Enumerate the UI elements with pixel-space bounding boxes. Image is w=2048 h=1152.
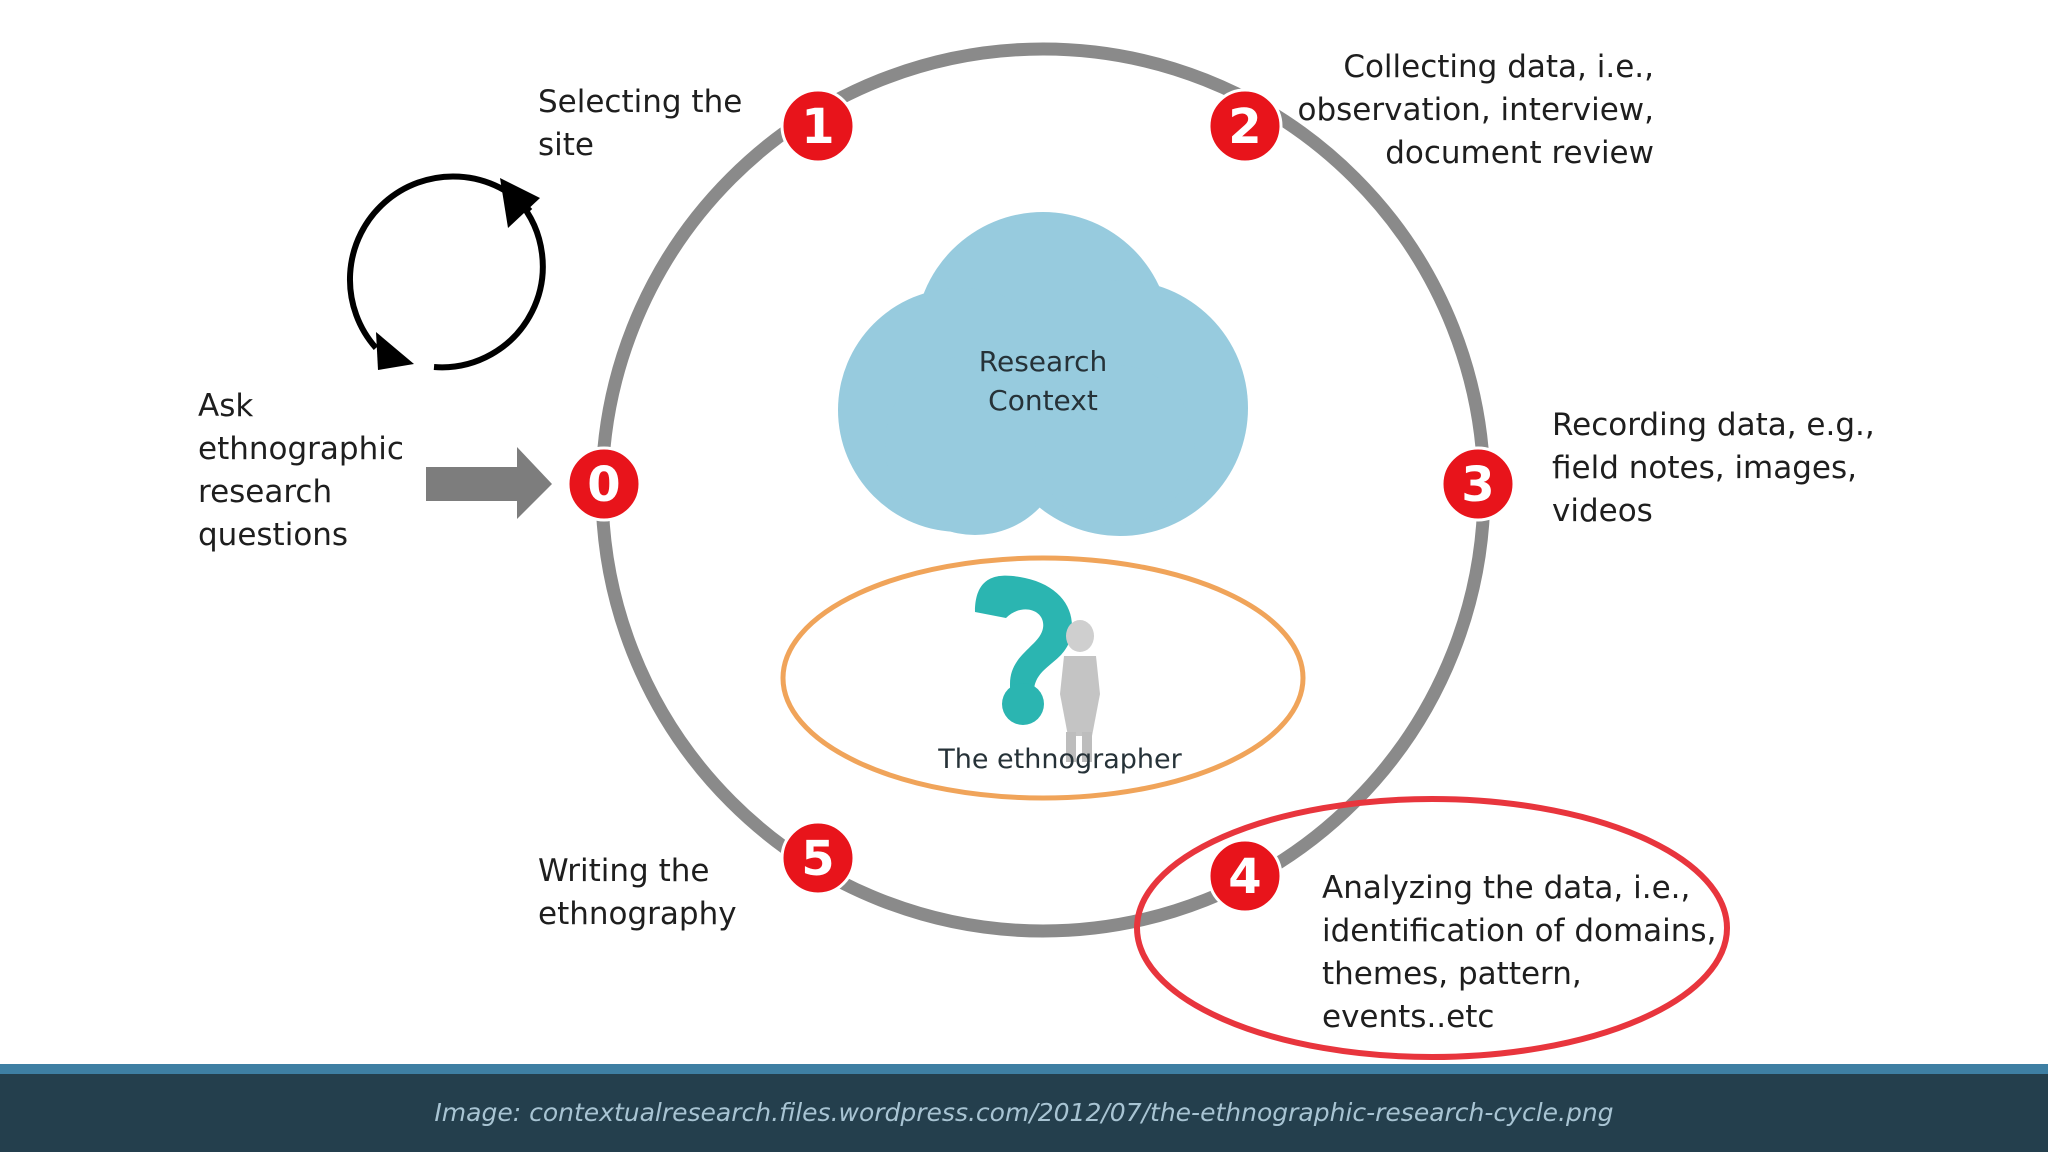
step-number-5: 5: [801, 831, 834, 887]
step-3-label: Recording data, e.g., field notes, image…: [1552, 407, 1875, 529]
ethnographer-ellipse: [780, 555, 1306, 801]
step-badge-4: 4: [1207, 838, 1283, 914]
step-0-label: Ask ethnographic research questions: [198, 388, 404, 553]
research-context-label: Research Context: [978, 345, 1108, 417]
step-number-1: 1: [801, 99, 834, 155]
step-number-2: 2: [1228, 99, 1261, 155]
ethnographer-label: The ethnographer: [938, 744, 1182, 775]
footer-bar: [0, 1064, 2048, 1152]
step-number-3: 3: [1461, 457, 1494, 513]
step-1-label: Selecting the site: [538, 84, 743, 163]
research-context-cloud: [838, 212, 1248, 536]
question-mark-thinker-icon: [975, 575, 1100, 762]
step-2-label: Collecting data, i.e., observation, inte…: [1297, 49, 1654, 171]
step-4-highlight-ellipse: [1134, 796, 1730, 1060]
footer-stripe: [0, 1064, 2048, 1074]
step-number-0: 0: [587, 457, 620, 513]
cycle-arrows-icon: [346, 173, 546, 371]
step-number-4: 4: [1228, 849, 1261, 905]
step-badge-3: 3: [1440, 446, 1516, 522]
step-badge-0: 0: [566, 446, 642, 522]
step-badge-2: 2: [1207, 88, 1283, 164]
right-arrow-icon: [426, 447, 552, 519]
step-badge-5: 5: [780, 820, 856, 896]
step-badge-1: 1: [780, 88, 856, 164]
step-4-label: Analyzing the data, i.e., identification…: [1322, 870, 1717, 1035]
step-5-label: Writing the ethnography: [538, 853, 737, 932]
image-source-caption: Image: contextualresearch.files.wordpres…: [434, 1098, 1614, 1127]
ethnographic-cycle-diagram: 0 1 2 3 4 5: [346, 42, 1730, 1060]
